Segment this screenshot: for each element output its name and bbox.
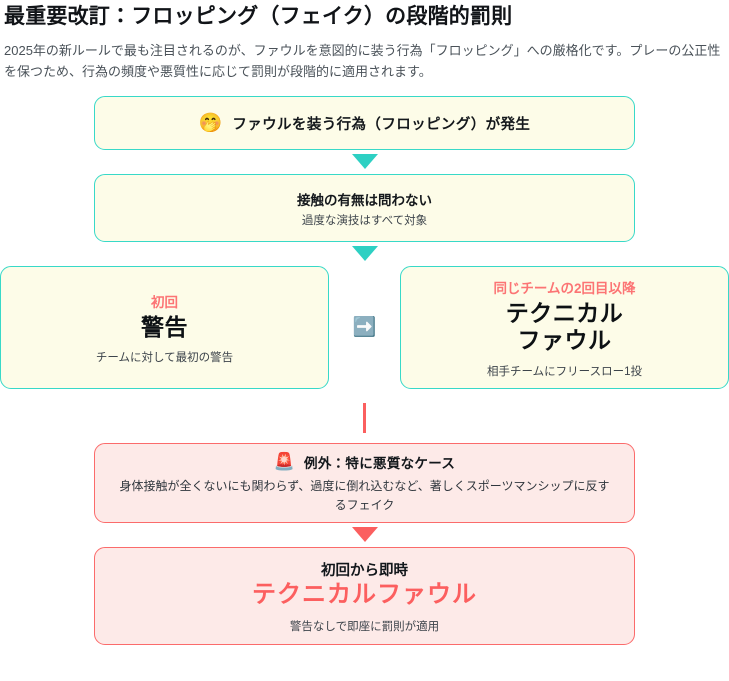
exception-heading: 例外：特に悪質なケース bbox=[304, 456, 456, 472]
police-car-light-icon: 🚨 bbox=[273, 451, 296, 472]
down-triangle-icon bbox=[351, 246, 378, 262]
face-with-hand-over-mouth-icon: 🤭 bbox=[198, 111, 223, 134]
exception-heading-line: 🚨 例外：特に悪質なケース bbox=[274, 452, 455, 472]
flow-row-origin: 🤭 ファウルを装う行為（フロッピング）が発生 bbox=[0, 96, 729, 151]
flow-card-outcome-repeat[interactable]: 同じチームの2回目以降 テクニカル ファウル 相手チームにフリースロー1投 bbox=[400, 266, 729, 390]
outcome-repeat-verdict-line1: テクニカル bbox=[505, 299, 624, 326]
flow-card-origin[interactable]: 🤭 ファウルを装う行為（フロッピング）が発生 bbox=[94, 96, 635, 151]
flow-card-origin-label: ファウルを装う行為（フロッピング）が発生 bbox=[232, 116, 531, 133]
vertical-line-icon bbox=[363, 403, 366, 434]
connector-spacer-5 bbox=[0, 433, 729, 443]
header: 最重要改訂：フロッピング（フェイク）の段階的罰則 2025年の新ルールで最も注目… bbox=[0, 0, 729, 82]
flow-row-scope: 接触の有無は問わない 過度な演技はすべて対象 bbox=[0, 174, 729, 243]
outcome-repeat-verdict-line2: ファウル bbox=[517, 327, 612, 354]
flow-card-scope-sub: 過度な演技はすべて対象 bbox=[301, 214, 428, 227]
flow-card-scope-heading: 接触の有無は問わない bbox=[297, 192, 432, 208]
outcome-first-verdict: 警告 bbox=[141, 313, 188, 340]
outcome-escalation-connector: ➡️ bbox=[329, 318, 400, 337]
final-tag: 初回から即時 bbox=[321, 562, 408, 579]
connector-arrow-1 bbox=[0, 154, 729, 170]
flow-card-outcome-first[interactable]: 初回 警告 チームに対して最初の警告 bbox=[0, 266, 329, 390]
page-title: 最重要改訂：フロッピング（フェイク）の段階的罰則 bbox=[4, 5, 513, 28]
outcome-repeat-tag: 同じチームの2回目以降 bbox=[493, 280, 636, 296]
page-description: 2025年の新ルールで最も注目されるのが、ファウルを意図的に装う行為「フロッピン… bbox=[4, 43, 721, 80]
final-verdict: テクニカルファウル bbox=[252, 580, 477, 608]
outcome-first-note: チームに対して最初の警告 bbox=[95, 352, 234, 365]
flow-row-exception: 🚨 例外：特に悪質なケース 身体接触が全くないにも関わらず、過度に倒れ込むなど、… bbox=[0, 443, 729, 524]
down-triangle-icon bbox=[351, 527, 378, 543]
flow-card-scope[interactable]: 接触の有無は問わない 過度な演技はすべて対象 bbox=[94, 174, 635, 243]
penalty-flowchart: 🤭 ファウルを装う行為（フロッピング）が発生 接触の有無は問わない 過度な演技は… bbox=[0, 96, 729, 646]
outcome-first-tag: 初回 bbox=[151, 294, 178, 310]
right-arrow-icon: ➡️ bbox=[352, 316, 377, 339]
down-triangle-icon bbox=[351, 154, 378, 170]
connector-arrow-2 bbox=[0, 246, 729, 262]
connector-arrow-4 bbox=[0, 527, 729, 543]
flow-card-exception[interactable]: 🚨 例外：特に悪質なケース 身体接触が全くないにも関わらず、過度に倒れ込むなど、… bbox=[94, 443, 635, 524]
flow-card-final[interactable]: 初回から即時 テクニカルファウル 警告なしで即座に罰則が適用 bbox=[94, 547, 635, 646]
exception-body: 身体接触が全くないにも関わらず、過度に倒れ込むなど、著しくスポーツマンシップに反… bbox=[119, 479, 610, 512]
outcome-repeat-note: 相手チームにフリースロー1投 bbox=[487, 366, 642, 379]
flow-row-final: 初回から即時 テクニカルファウル 警告なしで即座に罰則が適用 bbox=[0, 547, 729, 646]
flow-row-outcomes: 初回 警告 チームに対して最初の警告 ➡️ 同じチームの2回目以降 テクニカル … bbox=[0, 266, 729, 390]
connector-line-3 bbox=[0, 389, 729, 434]
final-note: 警告なしで即座に罰則が適用 bbox=[289, 620, 440, 633]
